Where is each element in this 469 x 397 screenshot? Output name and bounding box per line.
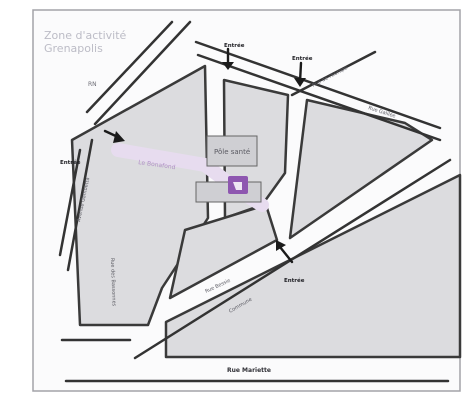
arrow-entrance-bottom-icon: [278, 245, 294, 264]
road-top-left-diagonal-2: [93, 20, 192, 126]
building-pole-sante: [206, 135, 258, 167]
road-lower-diagonal: [133, 158, 452, 360]
block-center-bottom: [168, 203, 279, 300]
rn-label: RN: [88, 81, 97, 88]
road-left-outer: [58, 148, 82, 257]
arrow-entrance-left-head: [113, 131, 125, 143]
road-top-2: [196, 53, 442, 142]
entrance-label-left: Entrée: [60, 159, 81, 166]
arrow-entrance-top-right-head: [294, 78, 306, 87]
pole-sante-label: Pôle santé: [214, 148, 250, 156]
street-bottom: Rue Mariette: [227, 367, 271, 374]
roads: [58, 20, 452, 383]
road-top-left-diagonal: [85, 20, 174, 114]
entrance-label-bottom: Entrée: [284, 277, 305, 284]
map-labels: Zone d'activité Grenapolis RN Pôle santé…: [44, 29, 250, 171]
arrow-entrance-top-left-head: [222, 62, 234, 70]
zone-label-line2: Grenapolis: [44, 42, 103, 55]
entrance-label-top-right: Entrée: [292, 55, 313, 62]
arrow-entrance-bottom-head: [276, 240, 286, 251]
location-marker-icon: [233, 182, 242, 190]
entrance-arrows: [103, 47, 306, 264]
block-bottom-right: [164, 173, 462, 359]
road-left-outer-2: [66, 138, 94, 272]
entrance-labels: Entrée Entrée Entrée Entrée: [60, 42, 313, 284]
street-inner-left-vertical: Rue des Bassonnes: [109, 258, 117, 307]
road-top: [194, 40, 442, 130]
zone-label-line1: Zone d'activité: [44, 29, 127, 42]
road-right-top-diagonal: [290, 50, 377, 97]
entrance-label-top-left: Entrée: [224, 42, 245, 49]
central-buildings: [195, 135, 262, 203]
